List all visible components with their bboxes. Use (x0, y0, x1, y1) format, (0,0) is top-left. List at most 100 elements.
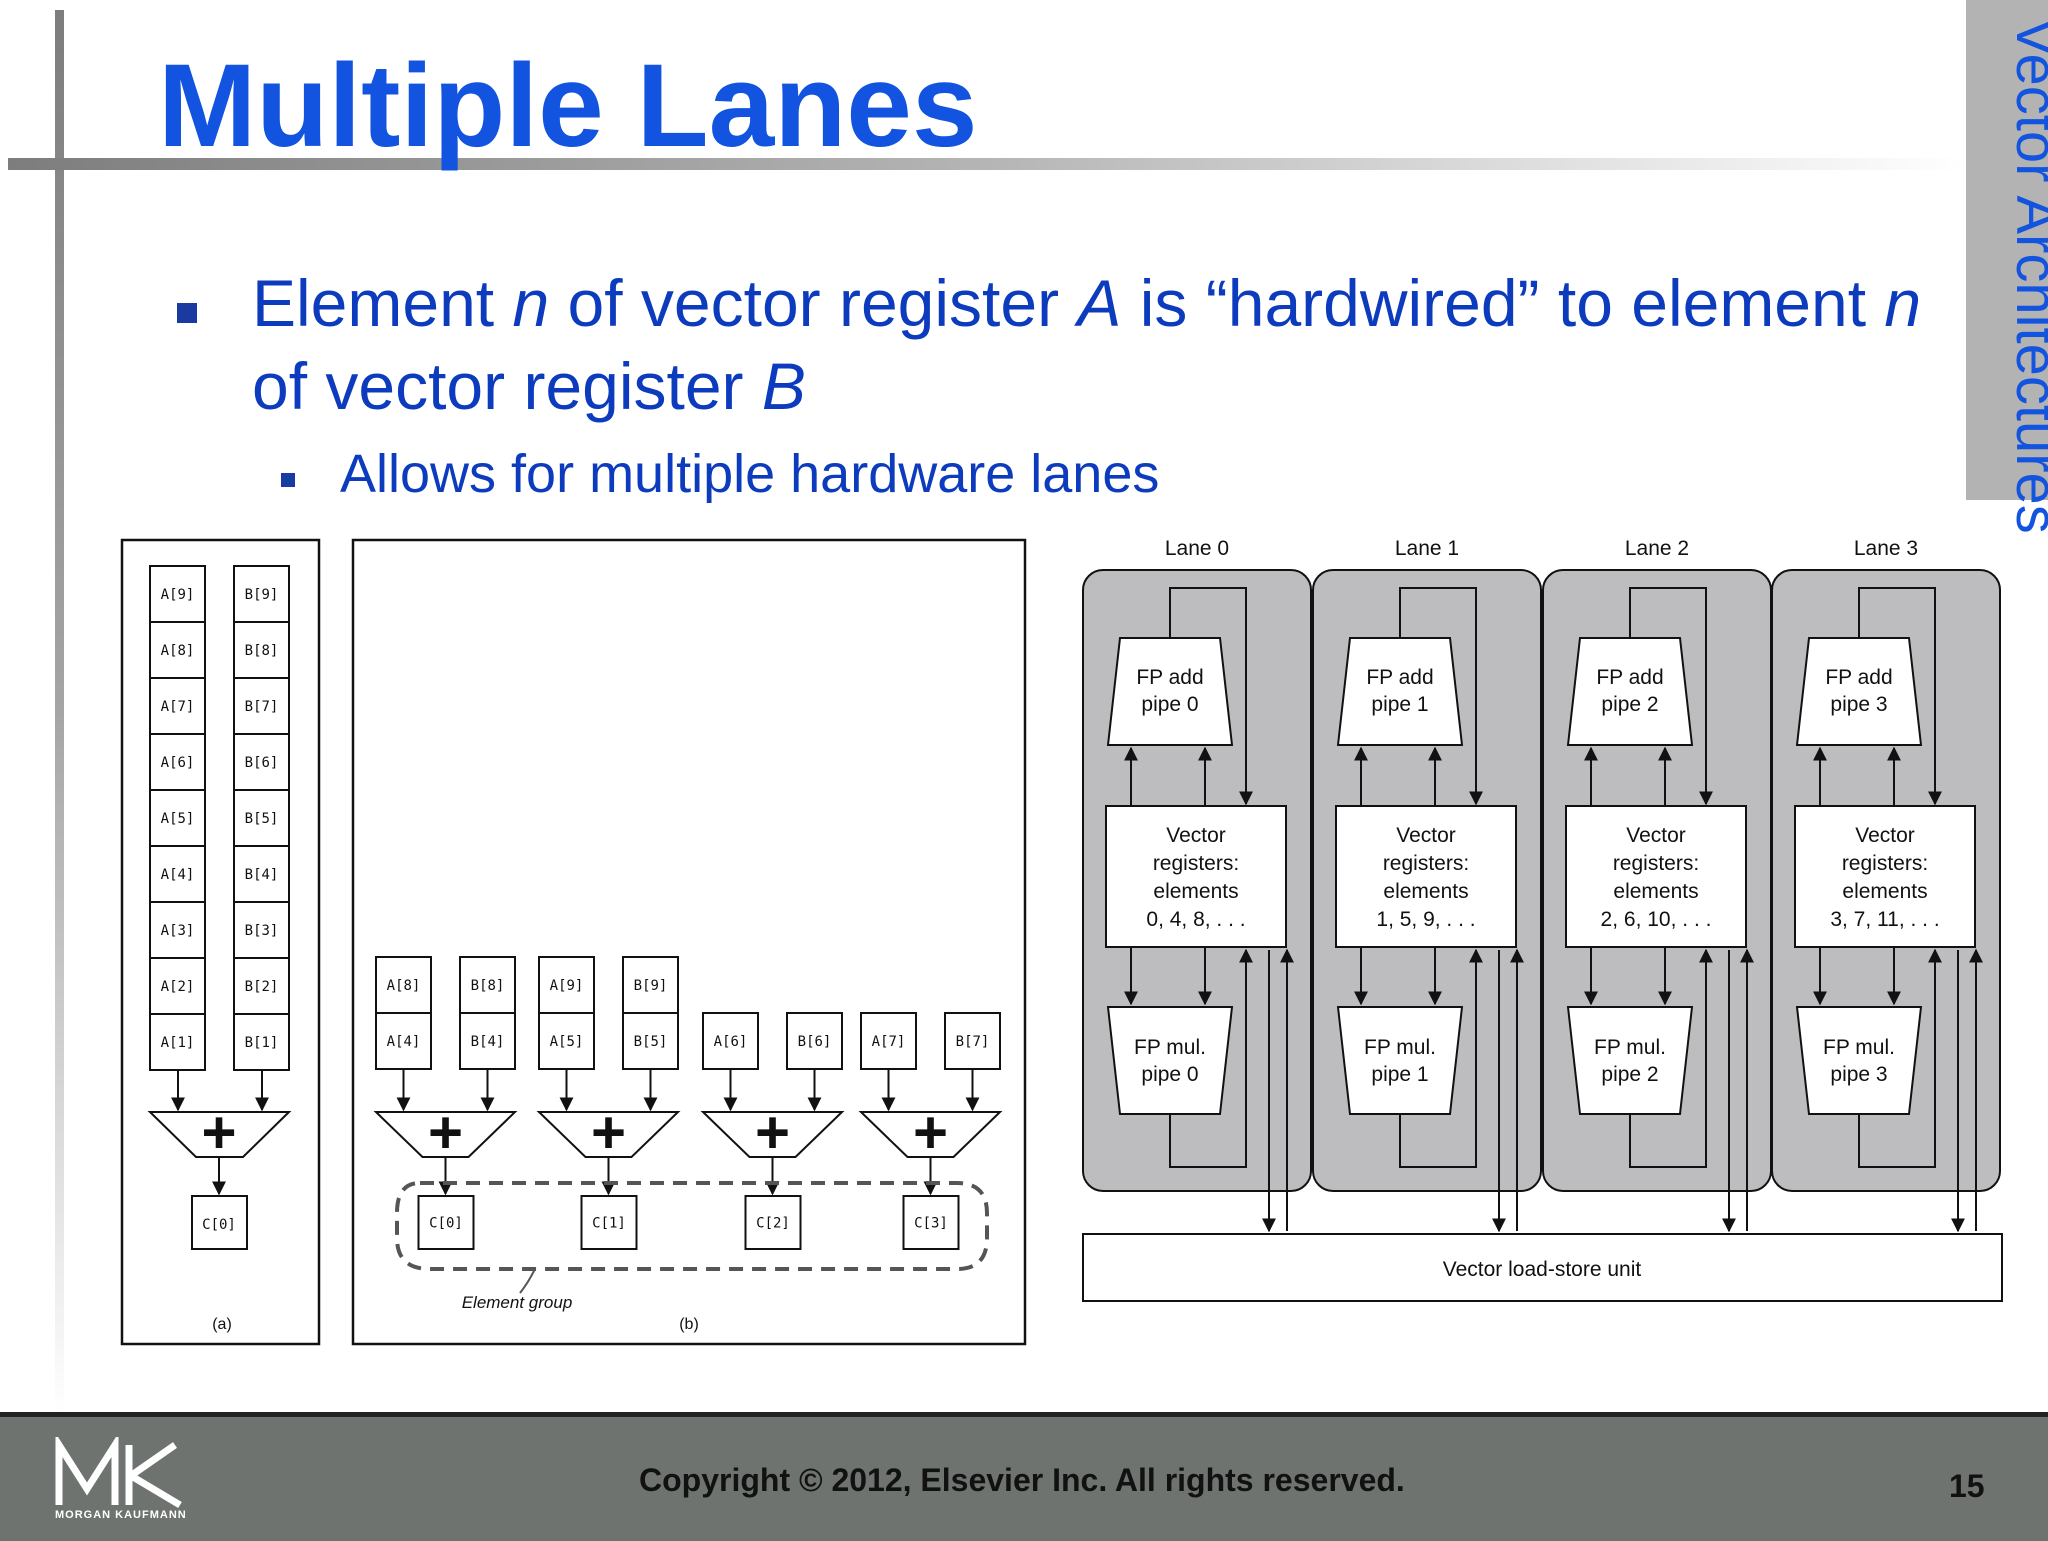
adder-plus-icon: + (428, 1099, 463, 1166)
register-label: A[3] (161, 923, 195, 939)
fp-add-label: pipe 3 (1830, 693, 1887, 716)
vector-registers-label: Vector (1166, 824, 1226, 847)
fp-add-label: pipe 2 (1601, 693, 1658, 716)
register-cell (622, 1012, 679, 1070)
bullet1-part: of vector register (549, 266, 1078, 340)
diagram-a-caption: (a) (212, 1316, 232, 1333)
element-group-label: Element group (462, 1293, 573, 1312)
vector-registers-label: registers: (1153, 852, 1239, 875)
register-cell (538, 956, 595, 1014)
register-label: A[8] (161, 643, 195, 659)
bullet1-part-italic: A (1077, 266, 1122, 340)
connector (1858, 587, 1936, 760)
bullet1-part: is “hardwired” to element (1121, 266, 1885, 340)
register-label: B[8] (471, 978, 505, 994)
register-label: A[6] (714, 1034, 748, 1050)
register-cell (233, 621, 290, 679)
vector-registers-label: elements (1842, 880, 1927, 903)
register-label: A[5] (550, 1034, 584, 1050)
bullet1-part-italic: n (1884, 266, 1922, 340)
connector (1399, 992, 1477, 1168)
fp-add-label: FP add (1596, 666, 1663, 689)
diagram-b-frame (351, 538, 1027, 1346)
vector-registers-label: 1, 5, 9, . . . (1376, 908, 1475, 931)
fp-add-label: FP add (1825, 666, 1892, 689)
register-label: B[9] (245, 587, 279, 603)
vector-registers-label: elements (1383, 880, 1468, 903)
register-label: B[4] (471, 1034, 505, 1050)
register-label: A[1] (161, 1035, 195, 1051)
register-label: B[6] (798, 1034, 832, 1050)
register-label: C[3] (914, 1216, 948, 1232)
register-cell (417, 1195, 475, 1250)
page-number: 15 (1949, 1468, 1985, 1504)
morgan-kaufmann-logo (55, 1437, 182, 1509)
fp-add-pipe (1336, 637, 1464, 746)
bullet-text-1: Element n of vector register A is “hardw… (252, 262, 1952, 428)
register-label: C[1] (592, 1216, 626, 1232)
bullet-square-icon (177, 303, 197, 323)
copyright-text: Copyright © 2012, Elsevier Inc. All righ… (639, 1462, 1405, 1498)
adder-plus-icon: + (201, 1099, 236, 1166)
register-cell (944, 1012, 1001, 1070)
fp-mul-label: pipe 0 (1141, 1063, 1198, 1086)
vector-registers-label: registers: (1383, 852, 1469, 875)
fp-mul-label: FP mul. (1364, 1036, 1436, 1059)
register-label: A[8] (387, 978, 421, 994)
register-cell (149, 1013, 206, 1071)
fp-mul-pipe (1795, 1006, 1923, 1115)
adder-icon (536, 1111, 681, 1158)
register-cell (744, 1195, 802, 1250)
register-label: B[9] (634, 978, 668, 994)
lane-label: Lane 1 (1395, 537, 1459, 560)
register-cell (860, 1012, 917, 1070)
fp-mul-pipe (1106, 1006, 1234, 1115)
register-label: A[2] (161, 979, 195, 995)
connector (1858, 992, 1936, 1168)
lane-label: Lane 2 (1625, 537, 1689, 560)
vector-registers-label: elements (1613, 880, 1698, 903)
vector-registers-label: 2, 6, 10, . . . (1601, 908, 1712, 931)
adder-icon (700, 1111, 845, 1158)
result-register-label: C[0] (202, 1217, 236, 1233)
register-label: B[5] (634, 1034, 668, 1050)
side-tab (1966, 0, 2048, 500)
vector-lanes-diagram: A[9]A[8]A[7]A[6]A[5]A[4]A[3]A[2]A[1]B[9]… (120, 537, 2003, 1346)
register-label: B[2] (245, 979, 279, 995)
register-label: A[9] (550, 978, 584, 994)
fp-add-pipe (1566, 637, 1694, 746)
register-label: C[0] (429, 1216, 463, 1232)
fp-mul-pipe (1336, 1006, 1464, 1115)
register-cell (459, 1012, 516, 1070)
register-cell (233, 565, 290, 623)
adder-plus-icon: + (913, 1099, 948, 1166)
adder-plus-icon: + (755, 1099, 790, 1166)
fp-mul-label: FP mul. (1134, 1036, 1206, 1059)
vector-registers-box (1794, 805, 1976, 948)
vector-registers-label: elements (1153, 880, 1238, 903)
vector-registers-label: Vector (1396, 824, 1456, 847)
footer-bar (0, 1412, 2048, 1541)
vector-registers-label: registers: (1842, 852, 1928, 875)
register-cell (538, 1012, 595, 1070)
register-label: B[4] (245, 867, 279, 883)
element-group-pointer (519, 1268, 536, 1294)
register-cell (786, 1012, 843, 1070)
connector (1169, 992, 1247, 1168)
fp-add-pipe (1106, 637, 1234, 746)
register-label: B[1] (245, 1035, 279, 1051)
register-label: C[2] (756, 1216, 790, 1232)
bullet1-part-italic: B (761, 349, 806, 424)
register-label: A[9] (161, 587, 195, 603)
register-cell (580, 1195, 638, 1250)
register-cell (149, 901, 206, 959)
diagram-b: A[8]A[4]B[8]B[4]+C[0]A[9]A[5]B[9]B[5]+C[… (351, 538, 1027, 1346)
adder-icon (147, 1111, 292, 1158)
register-label: B[8] (245, 643, 279, 659)
diagram-b-caption: (b) (679, 1316, 699, 1333)
fp-add-label: FP add (1136, 666, 1203, 689)
